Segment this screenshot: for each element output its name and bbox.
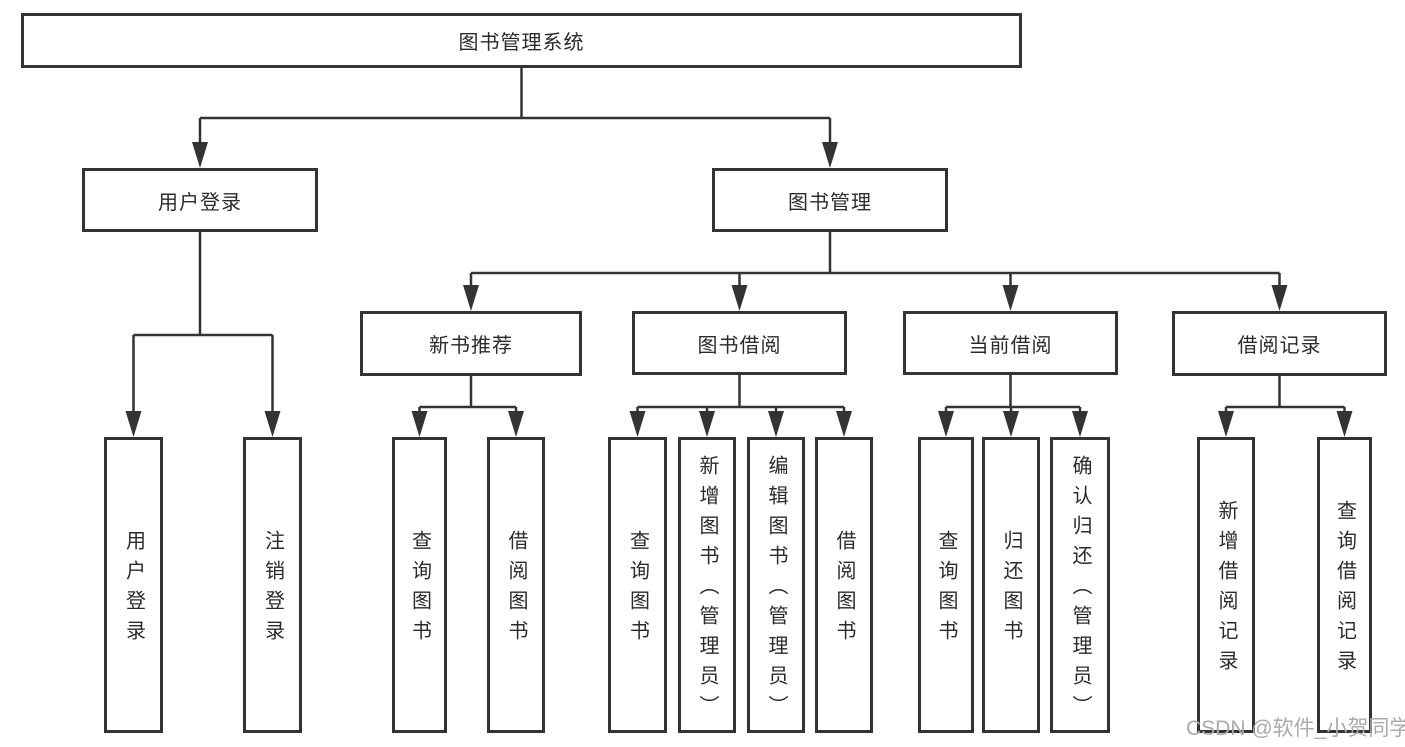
leaf-cb-return-books-label: 归还图书 [1000,530,1022,650]
arrowhead-new-book-recommend [463,285,479,311]
arrowhead-borrow-records [1271,285,1288,311]
connector-user-login-children [132,232,274,413]
node-book-management-label: 图书管理 [788,191,872,214]
leaf-cb-query-books: 查询图书 [918,437,974,733]
arrowhead-leaf-user-login [125,411,142,437]
connector-current-borrow-children [944,375,1082,412]
arrowhead-bb-borrow [836,411,852,437]
leaf-bb-query-books-label: 查询图书 [626,530,649,650]
node-current-borrow-label: 当前借阅 [968,334,1053,357]
leaf-br-add-record: 新增借阅记录 [1197,437,1255,733]
leaf-bb-query-books: 查询图书 [608,437,667,733]
arrowhead-nbr-query [411,411,428,437]
connector-root-to-level2 [198,68,832,144]
arrowhead-br-add [1218,411,1234,437]
node-user-login: 用户登录 [82,168,318,232]
leaf-bb-borrow-books-label: 借阅图书 [833,530,855,650]
connector-new-book-recommend-children [418,376,518,412]
csdn-watermark: CSDN @软件_小贺同学 [1186,717,1405,740]
node-new-book-recommend: 新书推荐 [360,311,582,376]
arrowhead-book-management [822,142,838,168]
leaf-br-query-record-label: 查询借阅记录 [1333,500,1356,680]
leaf-cb-confirm-return-admin: 确认归还（管理员） [1050,437,1110,733]
arrowhead-bb-add [699,411,715,437]
node-book-borrow: 图书借阅 [632,311,847,375]
leaf-cb-return-books: 归还图书 [982,437,1040,733]
node-current-borrow: 当前借阅 [903,311,1118,375]
node-book-borrow-label: 图书借阅 [697,334,782,357]
arrowhead-cb-return [1003,411,1019,437]
arrowhead-book-borrow [731,285,748,311]
node-book-management: 图书管理 [712,168,948,232]
leaf-logout: 注销登录 [243,437,302,733]
leaf-cb-query-books-label: 查询图书 [935,530,957,650]
arrowhead-user-login [192,142,208,168]
leaf-br-query-record: 查询借阅记录 [1317,437,1372,733]
arrowhead-current-borrow [1002,285,1019,311]
arrowhead-bb-query [629,411,646,437]
leaf-bb-add-books-admin-label: 新增图书（管理员） [696,455,718,725]
connector-borrow-records-children [1224,376,1346,412]
leaf-nbr-query-books: 查询图书 [392,437,447,733]
node-borrow-records: 借阅记录 [1172,311,1387,376]
leaf-nbr-query-books-label: 查询图书 [408,530,431,650]
leaf-bb-edit-books-admin-label: 编辑图书（管理员） [765,455,787,725]
leaf-bb-borrow-books: 借阅图书 [815,437,873,733]
arrowhead-br-query [1336,411,1353,437]
arrowhead-nbr-borrow [508,411,524,437]
node-library-system: 图书管理系统 [21,13,1022,68]
leaf-cb-confirm-return-admin-label: 确认归还（管理员） [1069,455,1091,725]
arrowhead-leaf-logout [264,411,281,437]
node-new-book-recommend-label: 新书推荐 [429,335,513,357]
arrowhead-bb-edit [768,411,784,437]
connector-book-management-children [469,232,1281,286]
leaf-user-login-label: 用户登录 [122,530,145,650]
leaf-logout-label: 注销登录 [261,530,284,650]
leaf-user-login: 用户登录 [104,437,163,733]
connector-book-borrow-children [636,375,846,412]
node-borrow-records-label: 借阅记录 [1237,335,1322,357]
arrowhead-cb-query [938,411,954,437]
arrowhead-cb-confirm [1072,411,1088,437]
leaf-br-add-record-label: 新增借阅记录 [1215,500,1237,680]
node-library-system-label: 图书管理系统 [458,32,585,54]
leaf-bb-add-books-admin: 新增图书（管理员） [678,437,736,733]
leaf-bb-edit-books-admin: 编辑图书（管理员） [747,437,805,733]
leaf-nbr-borrow-books-label: 借阅图书 [505,530,527,650]
node-user-login-label: 用户登录 [158,191,242,214]
leaf-nbr-borrow-books: 借阅图书 [487,437,545,733]
